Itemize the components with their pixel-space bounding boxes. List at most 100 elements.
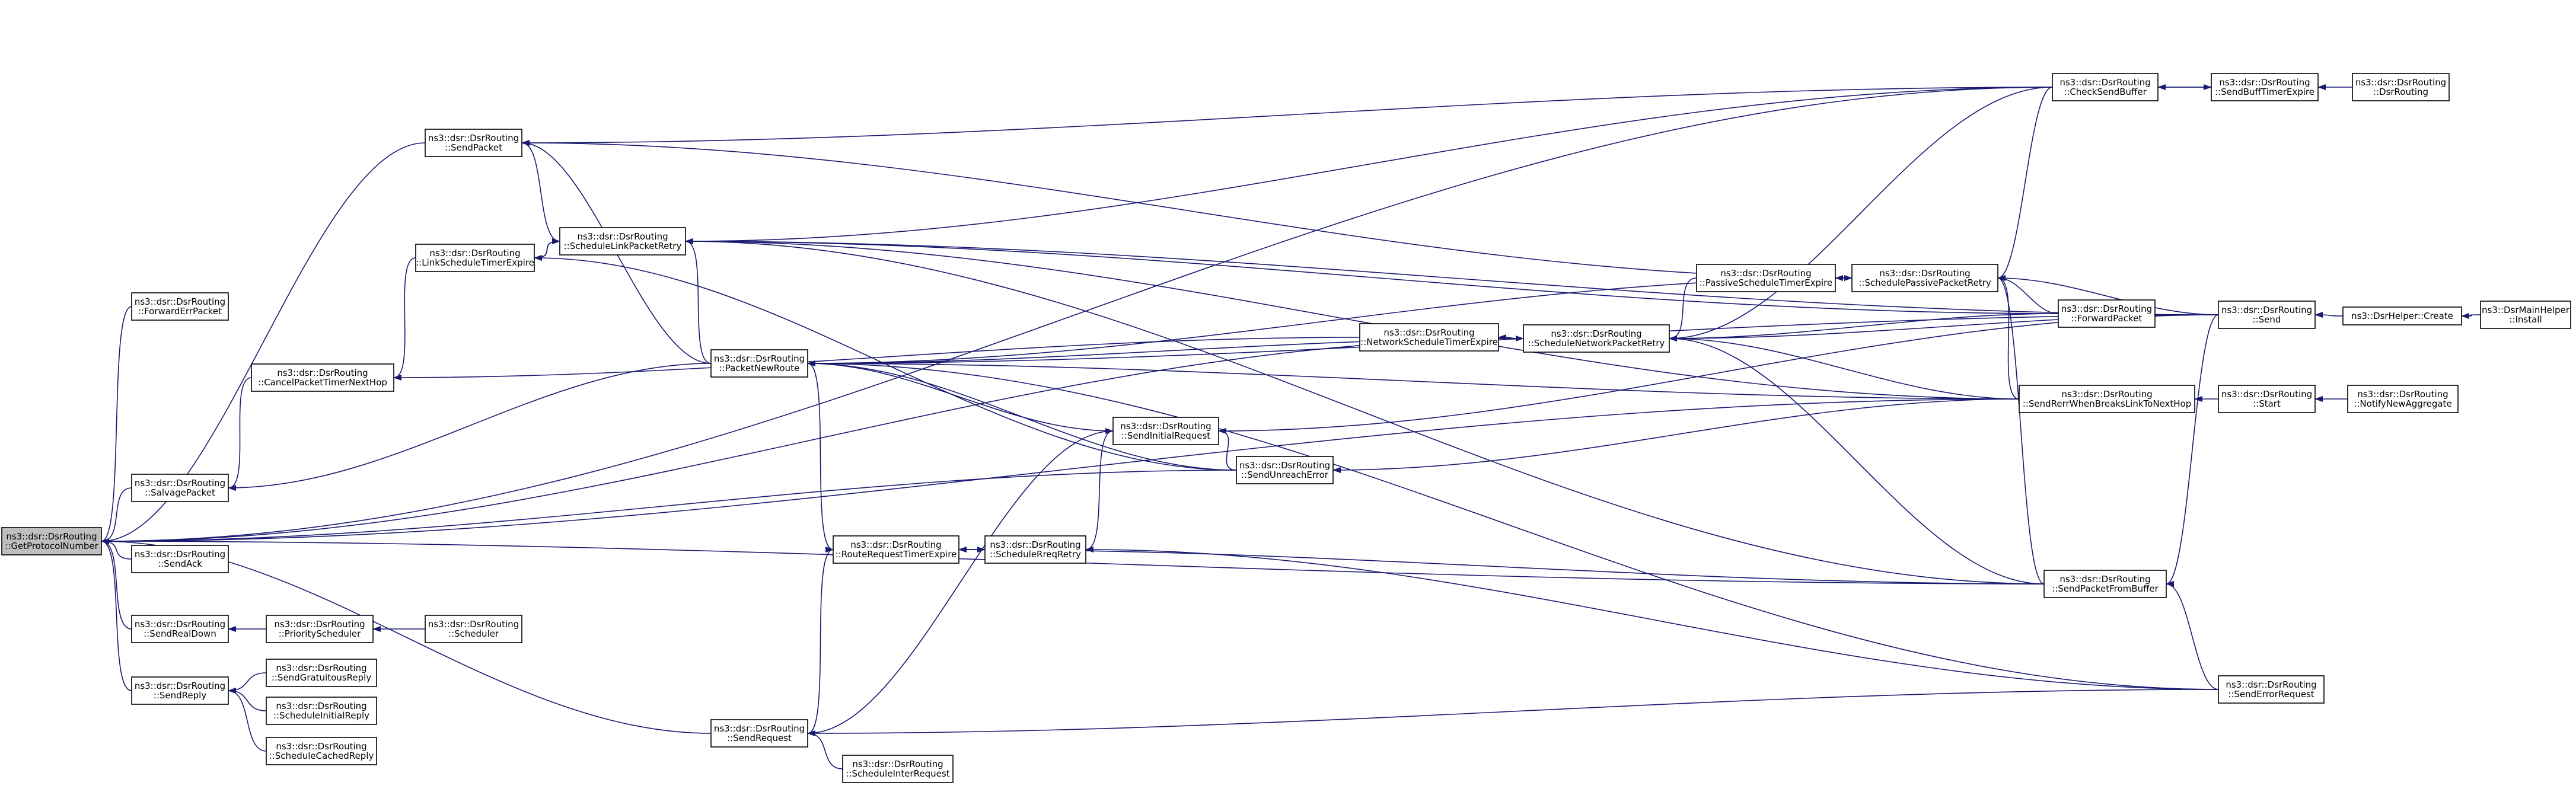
node-notify-new-aggregate[interactable]: ns3::dsr::DsrRouting::NotifyNewAggregate (2347, 385, 2459, 413)
node-box[interactable] (1523, 324, 1670, 353)
node-link-schedule-timer-expire[interactable]: ns3::dsr::DsrRouting::LinkScheduleTimerE… (415, 244, 535, 272)
node-box[interactable] (266, 737, 377, 765)
node-box[interactable] (833, 535, 959, 564)
node-box[interactable] (1, 527, 102, 555)
edge-send-to-schedule-passive-packet-retry (1997, 275, 2219, 315)
node-label: ::Send (2253, 314, 2281, 325)
node-send-error-request[interactable]: ns3::dsr::DsrRouting::SendErrorRequest (2218, 675, 2325, 704)
node-dsr-routing-ctor[interactable]: ns3::dsr::DsrRouting::DsrRouting (2352, 73, 2450, 101)
edge-send-rerr-when-breaks-link-to-next-hop-to-schedule-passive-packet-retry (1997, 275, 2020, 400)
node-box[interactable] (2019, 385, 2195, 413)
node-box[interactable] (1112, 417, 1219, 445)
node-packet-new-route[interactable]: ns3::dsr::DsrRouting::PacketNewRoute (710, 349, 808, 378)
node-box[interactable] (266, 697, 377, 725)
node-box[interactable] (2218, 301, 2316, 329)
node-send-request[interactable]: ns3::dsr::DsrRouting::SendRequest (710, 719, 808, 748)
node-schedule-cached-reply[interactable]: ns3::dsr::DsrRouting::ScheduleCachedRepl… (266, 737, 377, 765)
node-box[interactable] (425, 615, 522, 643)
node-label: ns3::dsr::DsrRouting (2355, 77, 2446, 88)
edge-cancel-packet-timer-next-hop-to-salvage-packet (228, 377, 252, 491)
node-box[interactable] (2211, 73, 2319, 101)
node-send-rerr-when-breaks-link-to-next-hop[interactable]: ns3::dsr::DsrRouting::SendRerrWhenBreaks… (2019, 385, 2195, 413)
edge-network-schedule-timer-expire-to-cancel-packet-timer-next-hop (393, 337, 1360, 381)
node-send[interactable]: ns3::dsr::DsrRouting::Send (2218, 301, 2316, 329)
node-send-unreach-error[interactable]: ns3::dsr::DsrRouting::SendUnreachError (1236, 456, 1334, 484)
node-network-schedule-timer-expire[interactable]: ns3::dsr::DsrRouting::NetworkScheduleTim… (1359, 323, 1499, 352)
node-box[interactable] (266, 615, 374, 643)
node-label: ::CheckSendBuffer (2064, 87, 2147, 97)
node-box[interactable] (1236, 456, 1334, 484)
node-box[interactable] (2043, 570, 2167, 598)
node-label: ns3::dsr::DsrRouting (276, 663, 366, 673)
node-forward-packet[interactable]: ns3::dsr::DsrRouting::ForwardPacket (2058, 299, 2156, 328)
node-box[interactable] (131, 292, 229, 321)
node-box[interactable] (1851, 264, 1998, 292)
node-dsr-helper-create[interactable]: ns3::DsrHelper::Create (2342, 306, 2462, 325)
node-schedule-network-packet-retry[interactable]: ns3::dsr::DsrRouting::ScheduleNetworkPac… (1523, 324, 1670, 353)
node-send-ack[interactable]: ns3::dsr::DsrRouting::SendAck (131, 545, 229, 573)
node-label: ::PacketNewRoute (719, 363, 799, 373)
node-box[interactable] (2347, 385, 2459, 413)
node-box[interactable] (425, 129, 522, 157)
node-label: ::CancelPacketTimerNextHop (258, 377, 387, 388)
node-box[interactable] (2480, 301, 2571, 329)
node-send-packet[interactable]: ns3::dsr::DsrRouting::SendPacket (425, 129, 522, 157)
node-dsr-main-helper-install[interactable]: ns3::DsrMainHelper::Install (2480, 301, 2571, 329)
node-box[interactable] (131, 474, 229, 502)
node-schedule-link-packet-retry[interactable]: ns3::dsr::DsrRouting::ScheduleLinkPacket… (559, 227, 686, 256)
node-scheduler[interactable]: ns3::dsr::DsrRouting::Scheduler (425, 615, 522, 643)
node-get-protocol-number[interactable]: ns3::dsr::DsrRouting::GetProtocolNumber (1, 527, 102, 555)
node-box[interactable] (984, 535, 1086, 564)
node-label: ns3::dsr::DsrRouting (2221, 305, 2312, 315)
node-send-packet-from-buffer[interactable]: ns3::dsr::DsrRouting::SendPacketFromBuff… (2043, 570, 2167, 598)
node-box[interactable] (2052, 73, 2159, 101)
edge-send-packet-from-buffer-to-schedule-link-packet-retry (685, 238, 2045, 585)
node-priority-scheduler[interactable]: ns3::dsr::DsrRouting::PriorityScheduler (266, 615, 374, 643)
node-schedule-passive-packet-retry[interactable]: ns3::dsr::DsrRouting::SchedulePassivePac… (1851, 264, 1998, 292)
node-box[interactable] (2058, 299, 2156, 328)
edge-send-packet-to-get-protocol-number (101, 142, 426, 544)
node-label: ::Scheduler (448, 628, 499, 639)
node-label: ns3::dsr::DsrRouting (1120, 421, 1211, 432)
node-start[interactable]: ns3::dsr::DsrRouting::Start (2218, 385, 2316, 413)
node-check-send-buffer[interactable]: ns3::dsr::DsrRouting::CheckSendBuffer (2052, 73, 2159, 101)
node-box[interactable] (2218, 385, 2316, 413)
node-box[interactable] (2218, 675, 2325, 704)
node-box[interactable] (559, 227, 686, 256)
node-box[interactable] (251, 363, 394, 392)
node-send-buff-timer-expire[interactable]: ns3::dsr::DsrRouting::SendBuffTimerExpir… (2211, 73, 2319, 101)
node-schedule-rreq-retry[interactable]: ns3::dsr::DsrRouting::ScheduleRreqRetry (984, 535, 1086, 564)
node-box[interactable] (131, 545, 229, 573)
node-send-reply[interactable]: ns3::dsr::DsrRouting::SendReply (131, 676, 229, 705)
node-box[interactable] (710, 719, 808, 748)
node-box[interactable] (131, 676, 229, 705)
node-forward-err-packet[interactable]: ns3::dsr::DsrRouting::ForwardErrPacket (131, 292, 229, 321)
node-salvage-packet[interactable]: ns3::dsr::DsrRouting::SalvagePacket (131, 474, 229, 502)
node-box[interactable] (710, 349, 808, 378)
node-route-request-timer-expire[interactable]: ns3::dsr::DsrRouting::RouteRequestTimerE… (833, 535, 959, 564)
node-box[interactable] (2342, 306, 2462, 325)
edge-send-unreach-error-to-get-protocol-number (101, 470, 1237, 544)
node-box[interactable] (131, 615, 229, 643)
node-box[interactable] (1359, 323, 1499, 352)
node-label: ::SalvagePacket (145, 487, 215, 498)
node-label: ::SendGratuitousReply (272, 672, 371, 683)
node-label: ::Install (2509, 314, 2542, 325)
edge-send-to-packet-new-route (807, 314, 2219, 366)
node-box[interactable] (415, 244, 535, 272)
node-passive-schedule-timer-expire[interactable]: ns3::dsr::DsrRouting::PassiveScheduleTim… (1696, 264, 1836, 292)
node-box[interactable] (266, 659, 377, 687)
node-box[interactable] (1696, 264, 1836, 292)
edge-send-rerr-when-breaks-link-to-next-hop-to-send-unreach-error (1332, 398, 2020, 473)
node-label: ::ForwardErrPacket (138, 306, 222, 317)
node-box[interactable] (842, 755, 954, 783)
node-send-gratuitous-reply[interactable]: ns3::dsr::DsrRouting::SendGratuitousRepl… (266, 659, 377, 687)
node-schedule-initial-reply[interactable]: ns3::dsr::DsrRouting::ScheduleInitialRep… (266, 697, 377, 725)
node-send-initial-request[interactable]: ns3::dsr::DsrRouting::SendInitialRequest (1112, 417, 1219, 445)
node-schedule-inter-request[interactable]: ns3::dsr::DsrRouting::ScheduleInterReque… (842, 755, 954, 783)
node-send-real-down[interactable]: ns3::dsr::DsrRouting::SendRealDown (131, 615, 229, 643)
node-box[interactable] (2352, 73, 2450, 101)
node-label: ::DsrRouting (2373, 87, 2428, 97)
node-cancel-packet-timer-next-hop[interactable]: ns3::dsr::DsrRouting::CancelPacketTimerN… (251, 363, 394, 392)
node-label: ns3::dsr::DsrRouting (852, 759, 943, 769)
